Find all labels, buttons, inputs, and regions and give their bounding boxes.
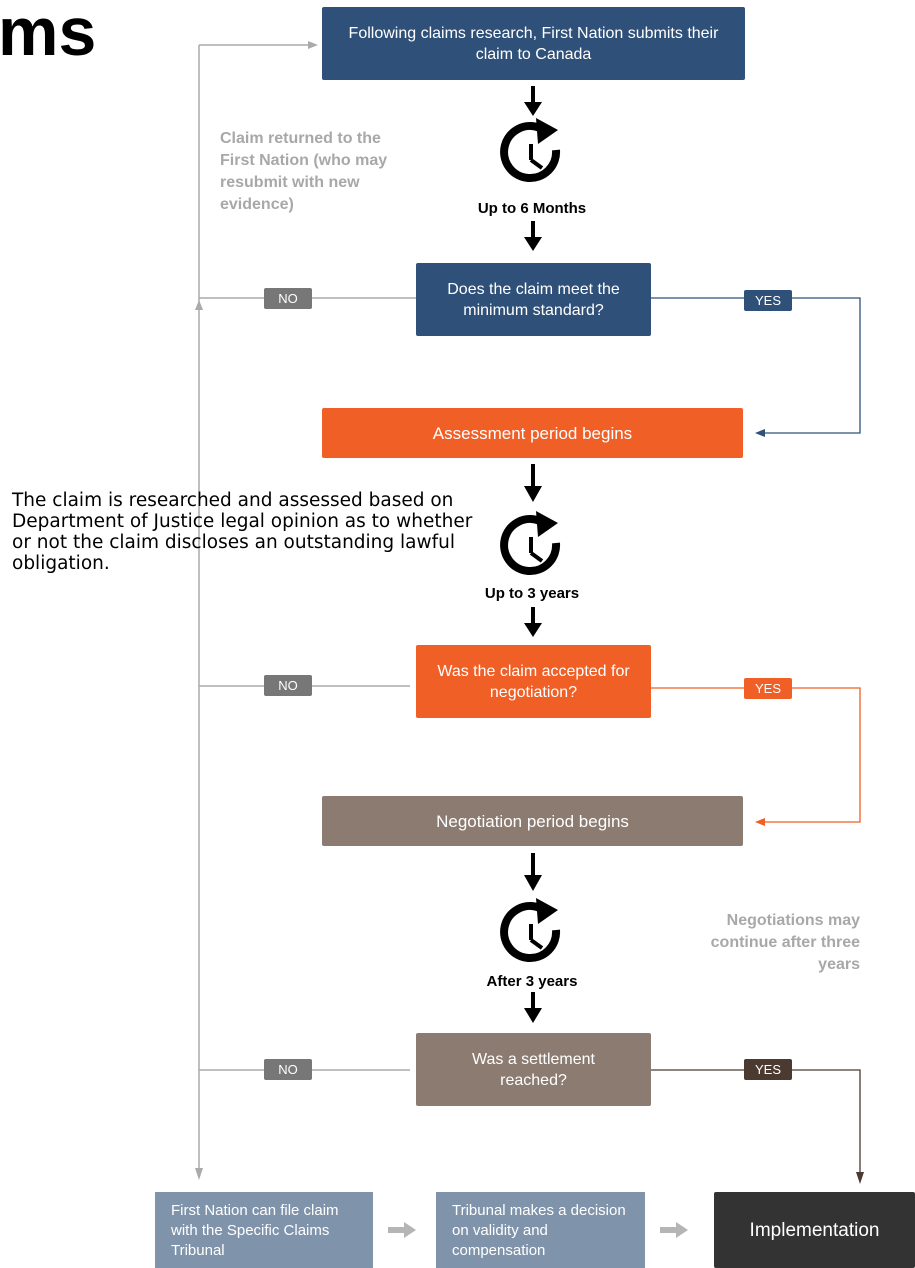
research-description: The claim is researched and assessed bas…: [12, 490, 473, 574]
settlement-box: Was a settlement reached?: [416, 1033, 651, 1106]
yes-tag-1: YES: [744, 290, 792, 311]
submit-claim-box: Following claims research, First Nation …: [322, 7, 745, 80]
negotiations-continue-note: Negotiations may continue after three ye…: [710, 912, 860, 973]
yes-tag-2: YES: [744, 678, 792, 699]
minimum-standard-box: Does the claim meet the minimum standard…: [416, 263, 651, 336]
clock-icon: [500, 898, 561, 963]
clock-icon: [500, 511, 561, 576]
no-tag-3: NO: [264, 1059, 312, 1080]
clock-icon: [500, 118, 561, 183]
tribunal-file-box: First Nation can file claim with the Spe…: [155, 1192, 373, 1268]
tribunal-decision-box: Tribunal makes a decision on validity an…: [436, 1192, 645, 1268]
accepted-for-negotiation-box: Was the claim accepted for negotiation?: [416, 645, 651, 718]
claim-returned-note: Claim returned to the First Nation (who …: [220, 130, 388, 213]
implementation-box: Implementation: [714, 1192, 915, 1268]
yes-tag-3: YES: [744, 1059, 792, 1080]
timer-label-3-years: Up to 3 years: [484, 585, 580, 602]
no-tag-2: NO: [264, 675, 312, 696]
timer-label-after-3-years: After 3 years: [486, 973, 578, 990]
negotiation-period-box: Negotiation period begins: [322, 796, 743, 846]
page-title: ms: [0, 0, 97, 70]
no-tag-1: NO: [264, 288, 312, 309]
timer-label-6-months: Up to 6 Months: [477, 200, 587, 217]
assessment-period-box: Assessment period begins: [322, 408, 743, 458]
